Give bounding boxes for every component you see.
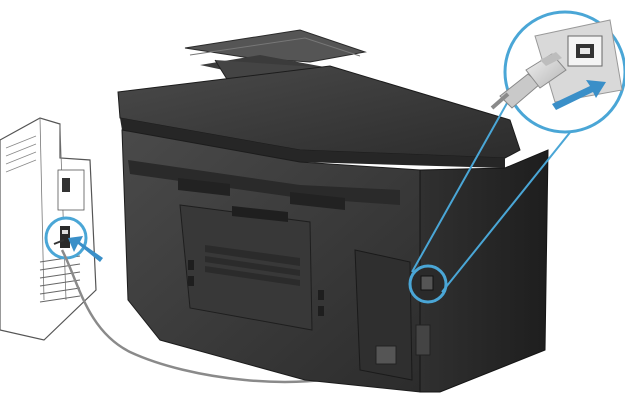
printer-usb-port-zoom: [490, 10, 625, 134]
printer-usb-port-highlight: [408, 264, 448, 304]
printer: [117, 29, 549, 393]
usb-port-icon: [567, 35, 603, 67]
rear-access-door: [179, 204, 324, 331]
usb-plug-icon: [490, 52, 567, 110]
usb-port-icon: [60, 226, 70, 248]
computer-ports-panel: [39, 169, 85, 303]
insert-arrow-icon: [68, 236, 103, 262]
network-port: [375, 345, 397, 365]
insert-arrow-icon: [552, 80, 606, 110]
computer-tower: [0, 117, 103, 341]
printer-port-panel: [354, 249, 431, 381]
